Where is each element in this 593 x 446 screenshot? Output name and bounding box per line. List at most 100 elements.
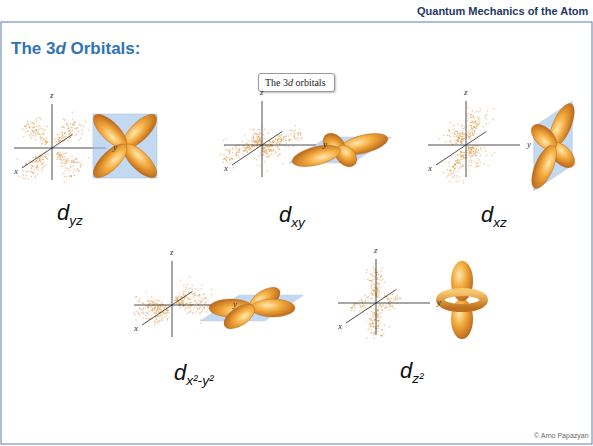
density-dot	[151, 296, 153, 298]
density-dot	[354, 304, 356, 306]
axis-label: y	[527, 140, 531, 150]
density-dot	[263, 151, 265, 153]
density-dot	[64, 176, 66, 178]
density-dot	[71, 175, 73, 177]
density-dot	[180, 307, 182, 309]
density-dot	[378, 284, 380, 286]
density-dot	[57, 157, 59, 159]
density-dot	[266, 156, 268, 158]
density-dot	[450, 141, 452, 143]
density-dot	[377, 290, 379, 292]
density-dot	[480, 148, 482, 150]
density-dot	[455, 164, 457, 166]
density-dot	[360, 299, 362, 301]
density-dot	[464, 152, 466, 154]
density-dot	[39, 117, 41, 119]
density-dot	[63, 162, 65, 164]
density-dot	[472, 116, 474, 118]
density-dot	[471, 127, 473, 128]
orbital-panel	[428, 100, 579, 191]
density-dot	[443, 172, 445, 174]
density-dot	[372, 293, 374, 295]
density-dot	[199, 294, 201, 296]
density-dot	[256, 142, 258, 144]
density-dot	[279, 153, 281, 155]
density-dot	[263, 134, 265, 136]
orbital-lobe	[88, 139, 132, 183]
density-dot	[35, 139, 37, 141]
density-dot	[190, 287, 192, 289]
density-dot	[158, 316, 160, 318]
density-dot	[25, 131, 27, 133]
density-dot	[69, 137, 71, 139]
density-dot	[387, 298, 389, 300]
density-dot	[266, 146, 268, 148]
density-dot	[257, 137, 259, 139]
density-dot	[83, 126, 85, 128]
density-dot	[366, 269, 368, 271]
density-dot	[31, 122, 33, 124]
density-dot	[190, 301, 192, 303]
density-dot	[204, 303, 206, 305]
density-dot	[238, 149, 240, 151]
density-dot	[65, 136, 67, 138]
density-dot	[43, 166, 45, 168]
density-dot	[46, 137, 48, 139]
density-dot	[376, 289, 378, 291]
density-dot	[378, 310, 380, 312]
density-dot	[457, 133, 459, 135]
density-dot	[198, 308, 200, 310]
density-dot	[196, 302, 198, 304]
density-dot	[463, 135, 465, 137]
density-dot	[457, 139, 459, 141]
density-dot	[26, 175, 28, 177]
density-dot	[471, 114, 473, 116]
density-dot	[253, 137, 255, 139]
density-dot	[450, 175, 452, 177]
density-dot	[188, 298, 190, 300]
density-dot	[167, 319, 169, 321]
density-dot	[68, 170, 70, 172]
density-dot	[389, 326, 391, 328]
density-dot	[147, 300, 149, 302]
caption-box: The 3d orbitals	[258, 73, 335, 92]
density-dot	[61, 127, 63, 129]
density-dot	[494, 152, 496, 154]
density-dot	[354, 307, 356, 309]
density-dot	[283, 136, 285, 138]
density-dot	[192, 285, 194, 287]
density-dot	[278, 138, 280, 140]
density-dot	[470, 165, 472, 167]
density-dot	[200, 301, 202, 303]
density-dot	[139, 300, 141, 302]
axis-line	[466, 101, 467, 177]
axis-label: z	[170, 248, 174, 258]
density-dot	[378, 288, 380, 290]
density-dot	[162, 318, 164, 320]
density-dot	[394, 298, 396, 300]
density-dot	[279, 135, 281, 137]
density-dot	[373, 325, 375, 327]
orbital-panel	[14, 104, 162, 183]
orbital-shape	[88, 109, 162, 183]
density-dot	[41, 136, 43, 138]
density-dot	[33, 127, 35, 129]
density-dot	[461, 132, 463, 134]
density-dot	[254, 133, 256, 135]
density-dot	[397, 295, 399, 297]
density-dot	[245, 147, 247, 149]
density-dot	[447, 173, 449, 175]
density-dot	[280, 140, 282, 142]
density-dot	[58, 139, 60, 141]
density-dot	[42, 158, 44, 160]
density-dot	[371, 326, 373, 328]
density-dot	[283, 136, 285, 138]
density-dot	[476, 123, 478, 125]
axis-label: x	[134, 324, 138, 334]
electron-density-dots	[133, 276, 212, 327]
density-dot	[455, 143, 457, 145]
density-dot	[229, 159, 231, 161]
density-dot	[201, 309, 203, 311]
density-dot	[275, 146, 277, 148]
density-dot	[39, 157, 41, 159]
